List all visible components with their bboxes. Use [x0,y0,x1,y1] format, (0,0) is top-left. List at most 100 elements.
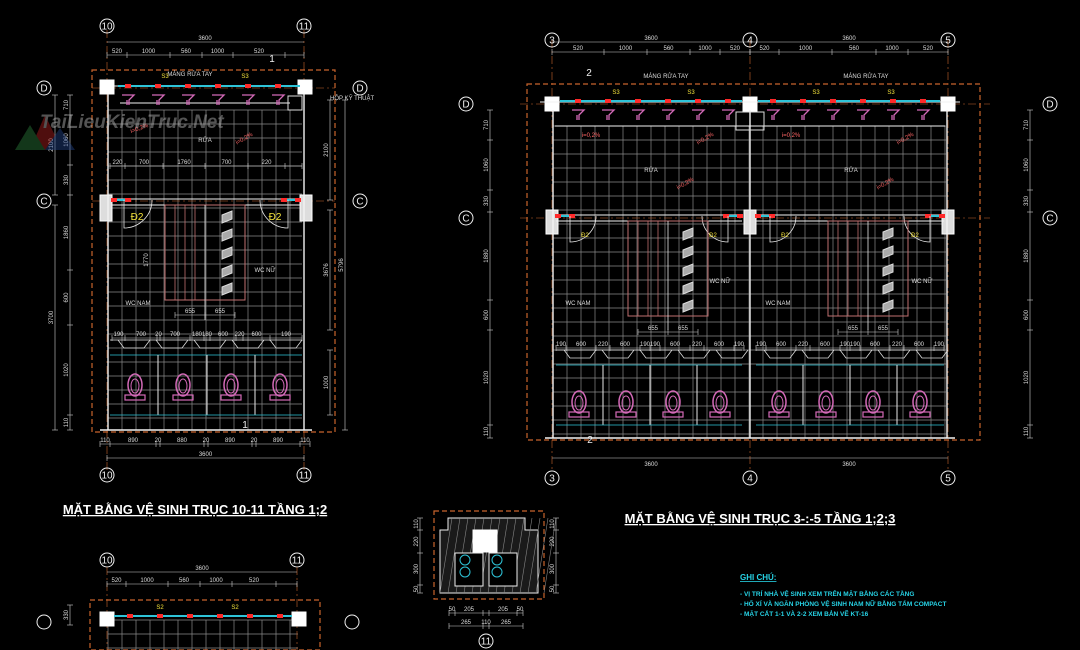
hatch-line [519,517,533,594]
sink-type-label: S2 [231,605,239,611]
section-mark: 2 [587,435,593,446]
sink-trough-label: MÁNG RỬA TAY [167,71,212,78]
dimension-value: 205 [498,607,509,613]
valve-icon [281,198,287,202]
dimension-value: 520 [111,578,122,584]
dimension-value: 600 [620,342,631,348]
dimension-value: 265 [501,620,512,626]
door-swing-icon [123,199,153,229]
dimension-value: 600 [1024,309,1030,320]
dimension-value: 3600 [198,36,212,42]
hanger-icon [682,263,694,277]
hanger-icon [882,245,894,259]
axis-bubble [458,96,474,112]
slope-label: i=0,2% [782,133,801,139]
dimension-value: 560 [663,46,674,52]
detail-boundary [433,510,545,600]
dimension-value: 110 [484,426,490,436]
linework [36,18,1058,650]
dimension-value: 110 [481,620,491,626]
note-item: - VỊ TRÍ NHÀ VỆ SINH XEM TRÊN MẶT BẰNG C… [740,588,914,598]
detail-shaft [472,529,498,553]
axis-bubble [544,470,560,486]
valve-icon [723,214,729,218]
dimension-value: 5796 [339,258,345,272]
dimension-value: 20 [155,438,162,444]
dimension-value: 710 [1024,119,1030,130]
dimension-value: 220 [892,342,903,348]
dimension-value: 3676 [324,263,330,277]
column [544,96,560,112]
valve-icon [860,99,866,103]
urinal-icon [763,349,797,359]
room-boundary [526,83,981,441]
axis-label: 5 [945,474,951,485]
column [99,611,115,627]
valve-icon [830,99,836,103]
hanger-icon [682,227,694,241]
door-label: Đ2 [581,233,589,239]
toilet-icon [915,395,925,411]
toilet-icon [668,395,678,411]
sink-icon [887,109,901,120]
axis-bubble [1042,96,1058,112]
dimension-value: 1000 [324,375,330,389]
dimension-value: 710 [484,119,490,130]
technical-shaft [735,111,765,131]
hanger-icon [221,264,233,278]
dimension-value: 520 [730,46,741,52]
dimension-value: 655 [648,326,659,332]
room-label: RỬA [198,137,211,144]
dimension-value: 3600 [199,452,213,458]
dimension-value: 330 [484,195,490,206]
sink-icon [767,109,781,120]
sink-icon [212,94,226,105]
dimension-value: 220 [798,342,809,348]
sink-icon [917,109,931,120]
dimension-value: 190 [556,342,567,348]
urinal-icon [877,349,911,359]
plan-right-title: MẶT BẰNG VỆ SINH TRỤC 3-:-5 TẦNG 1;2;3 [625,511,896,526]
axis-bubble [742,32,758,48]
hatch-line [527,517,541,594]
sink-icon [827,109,841,120]
dimension-value: 190 [734,342,745,348]
urinal-icon [839,349,873,359]
dimension-value: 190 [113,332,124,338]
column [299,194,313,222]
toilet-icon [771,390,787,414]
dimension-value: 220 [112,160,123,166]
column [940,96,956,112]
toilet-icon [175,373,191,397]
annotations: MẶT BẰNG VỆ SINH TRỤC 10-11 TẦNG 1;2 MẶT… [40,22,1053,648]
dimension-value: 520 [573,46,584,52]
dimension-value: 600 [914,342,925,348]
sink-icon [692,109,706,120]
toilet-tank-icon [815,411,837,418]
dimension-value: 110 [64,417,70,427]
valve-icon [127,614,133,618]
axis-bubble [36,614,52,630]
valve-icon [605,99,611,103]
dimension-value: 1760 [177,160,191,166]
dimension-value: 1000 [698,46,712,52]
dimension-value: 190 [756,342,767,348]
toilet-icon [223,373,239,397]
urinal-icon [563,349,597,359]
dimension-value: 700 [170,332,181,338]
axis-label: 3 [549,474,555,485]
pipe-icon [459,566,471,578]
sink-trough-label: MÁNG RỬA TAY [843,73,888,80]
dimension-value: 655 [848,326,859,332]
toilet-icon [226,378,236,394]
valve-icon [111,198,117,202]
sink-icon [857,109,871,120]
toilet-icon [275,378,285,394]
dimension-value: 330 [64,174,70,185]
column [545,209,559,235]
urinal-icon [231,339,265,349]
axis-label: 11 [299,471,310,482]
axis-bubble [940,470,956,486]
axis-bubble [1042,210,1058,226]
axis-bubble [478,633,494,649]
